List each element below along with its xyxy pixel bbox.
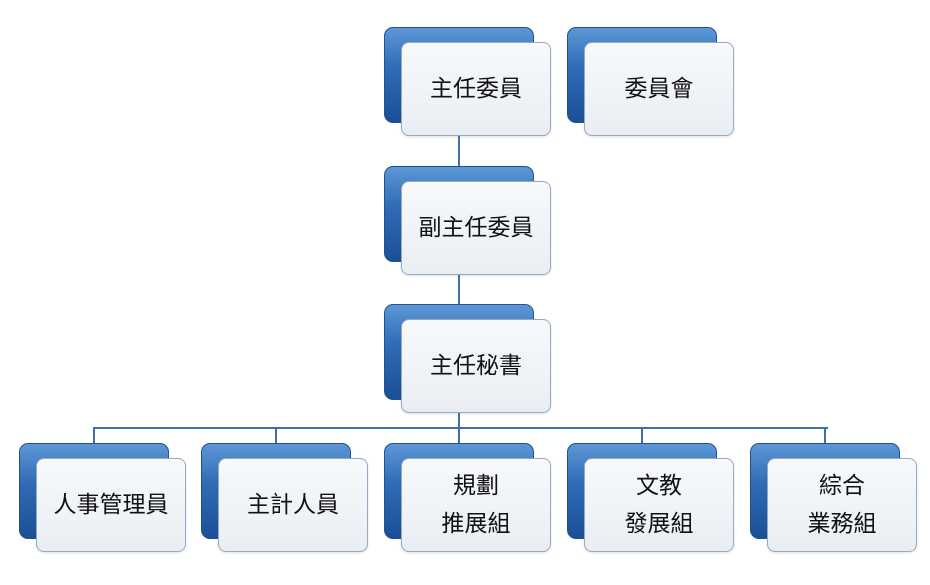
node-label-panel: 人事管理員 bbox=[36, 458, 186, 552]
node-label-panel: 主計人員 bbox=[218, 458, 368, 552]
connector-deputy-to-secretary bbox=[458, 265, 460, 305]
node-label-line-1: 規劃 bbox=[453, 473, 499, 499]
node-label-line-2: 發展組 bbox=[624, 511, 694, 537]
node-chief-commissioner: 主任委員 bbox=[384, 27, 552, 137]
node-label-panel: 綜合 業務組 bbox=[767, 458, 917, 552]
node-label-line-2: 業務組 bbox=[807, 511, 877, 537]
connector-horizontal-bus bbox=[93, 427, 828, 429]
node-label-line-2: 推展組 bbox=[441, 511, 511, 537]
connector-to-personnel-manager bbox=[93, 427, 95, 444]
connector-to-accountant bbox=[275, 427, 277, 444]
node-label-panel: 主任委員 bbox=[401, 42, 551, 136]
node-label-panel: 主任秘書 bbox=[401, 319, 551, 413]
node-label-panel: 委員會 bbox=[584, 42, 734, 136]
node-label-panel: 規劃 推展組 bbox=[401, 458, 551, 552]
node-accountant: 主計人員 bbox=[201, 443, 369, 553]
node-label-line-1: 文教 bbox=[636, 473, 682, 499]
node-chief-secretary: 主任秘書 bbox=[384, 304, 552, 414]
node-label: 主計人員 bbox=[247, 492, 339, 518]
node-label: 副主任委員 bbox=[418, 215, 534, 241]
node-label: 主任秘書 bbox=[430, 353, 522, 379]
node-personnel-manager: 人事管理員 bbox=[19, 443, 187, 553]
connector-to-planning-group bbox=[458, 427, 460, 444]
node-label: 委員會 bbox=[624, 76, 694, 102]
node-general-affairs-group: 綜合 業務組 bbox=[750, 443, 918, 553]
node-committee: 委員會 bbox=[567, 27, 735, 137]
node-planning-promotion-group: 規劃 推展組 bbox=[384, 443, 552, 553]
connector-to-general-group bbox=[824, 427, 826, 444]
node-culture-education-development-group: 文教 發展組 bbox=[567, 443, 735, 553]
node-deputy-chief-commissioner: 副主任委員 bbox=[384, 166, 552, 276]
node-label: 主任委員 bbox=[430, 76, 522, 102]
connector-secretary-down bbox=[458, 403, 460, 429]
node-label: 人事管理員 bbox=[53, 492, 169, 518]
node-label-panel: 文教 發展組 bbox=[584, 458, 734, 552]
node-label-panel: 副主任委員 bbox=[401, 181, 551, 275]
connector-chief-to-deputy bbox=[458, 125, 460, 167]
connector-to-culture-group bbox=[641, 427, 643, 444]
node-label-line-1: 綜合 bbox=[819, 473, 865, 499]
